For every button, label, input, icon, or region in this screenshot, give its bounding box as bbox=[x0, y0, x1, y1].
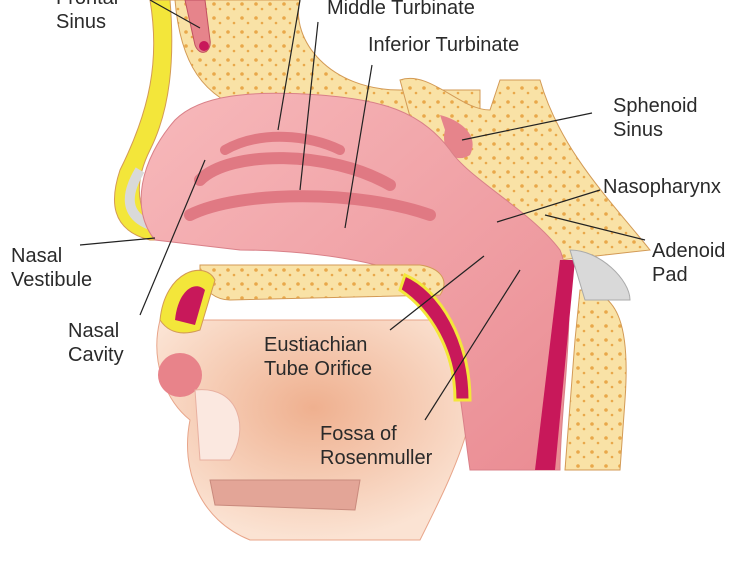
label-line: Pad bbox=[652, 264, 688, 286]
superior-turbinate bbox=[220, 131, 345, 155]
leader-lines bbox=[79, 0, 646, 421]
label-adenoid-pad: Adenoid Pad bbox=[652, 239, 725, 287]
label-line: Sinus bbox=[613, 119, 664, 141]
inferior-turbinate bbox=[184, 190, 436, 221]
label-line: Nasal bbox=[11, 245, 63, 267]
label-inferior-turbinate: Inferior Turbinate bbox=[368, 34, 520, 56]
soft-palate bbox=[398, 272, 472, 402]
pharyngeal-muscle bbox=[535, 260, 575, 470]
label-line: Vestibule bbox=[11, 269, 93, 291]
label-line: Cavity bbox=[68, 344, 124, 366]
label-nasal-vestibule: Nasal Vestibule bbox=[11, 244, 92, 292]
vertebra bbox=[564, 289, 627, 471]
label-line: Eustiachian bbox=[264, 334, 368, 356]
label-line: Adenoid bbox=[652, 240, 726, 262]
middle-turbinate bbox=[194, 152, 396, 191]
label-nasal-cavity: Nasal Cavity bbox=[68, 319, 124, 367]
label-fossa-of-rosenmuller: Fossa of Rosenmuller bbox=[320, 422, 432, 470]
label-eustachian-tube-orifice: Eustiachian Tube Orifice bbox=[264, 333, 372, 381]
label-middle-turbinate: Middle Turbinate bbox=[327, 0, 475, 19]
nasal-cartilage bbox=[124, 167, 153, 230]
upper-lip bbox=[158, 353, 202, 397]
label-line: Sinus bbox=[56, 11, 107, 33]
tongue-floor bbox=[209, 479, 361, 511]
label-nasopharynx: Nasopharynx bbox=[603, 176, 721, 198]
label-line: Frontal bbox=[56, 0, 118, 10]
label-frontal-sinus: Frontal Sinus bbox=[56, 0, 118, 34]
chin bbox=[194, 389, 241, 461]
label-line: Nasal bbox=[68, 320, 120, 342]
ligaments bbox=[569, 249, 631, 301]
label-line: Tube Orifice bbox=[264, 358, 373, 380]
label-line: Rosenmuller bbox=[320, 447, 433, 469]
label-sphenoid-sinus: Sphenoid Sinus bbox=[613, 94, 698, 142]
label-line: Sphenoid bbox=[613, 95, 698, 117]
label-line: Fossa of bbox=[320, 423, 397, 445]
